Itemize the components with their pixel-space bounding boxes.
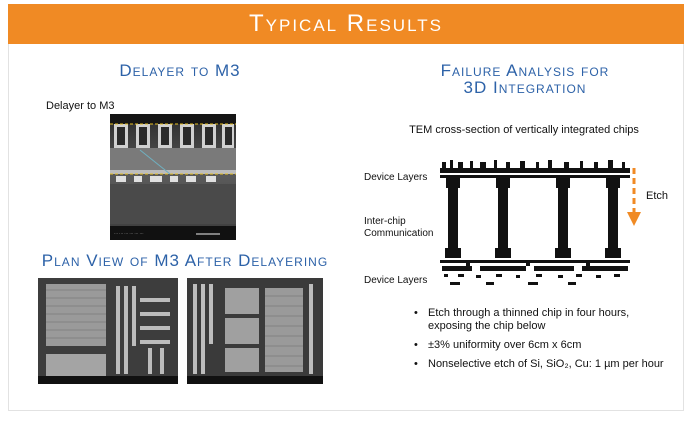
bullet-item: Nonselective etch of Si, SiO₂, Cu: 1 µm … xyxy=(406,358,688,371)
bullet-item: ±3% uniformity over 6cm x 6cm xyxy=(406,339,658,352)
content-panel xyxy=(8,44,684,411)
bullet-item: Etch through a thinned chip in four hour… xyxy=(406,307,658,333)
section-title-plan-view: Plan View of M3 After Delayering xyxy=(41,251,329,270)
svg-text:··· ··· ··· ··· ··· ···: ··· ··· ··· ··· ··· ··· xyxy=(114,231,144,236)
title-banner: Typical Results xyxy=(8,4,684,44)
bullet-list: Etch through a thinned chip in four hour… xyxy=(406,307,688,377)
sem-cross-section-image: ··· ··· ··· ··· ··· ··· xyxy=(110,114,236,240)
section-title-delayer: Delayer to M3 xyxy=(119,61,241,80)
label-interchip-line1: Inter-chip xyxy=(364,216,406,227)
tem-cross-section-diagram xyxy=(436,156,636,296)
label-interchip-line2: Communication xyxy=(364,228,434,239)
image-label-delayer: Delayer to M3 xyxy=(46,100,115,112)
page-title: Typical Results xyxy=(248,10,443,37)
section-title-failure-2: 3D Integration xyxy=(463,78,587,97)
sem-plan-view-image-1 xyxy=(38,278,178,384)
section-title-failure-1: Failure Analysis for xyxy=(440,61,610,80)
sem-plan-view-image-2 xyxy=(187,278,323,384)
label-device-layers-bottom: Device Layers xyxy=(364,275,428,286)
etch-arrow xyxy=(626,168,642,232)
label-etch: Etch xyxy=(646,190,669,202)
tem-caption: TEM cross-section of vertically integrat… xyxy=(409,124,639,136)
label-device-layers-top: Device Layers xyxy=(364,172,428,183)
